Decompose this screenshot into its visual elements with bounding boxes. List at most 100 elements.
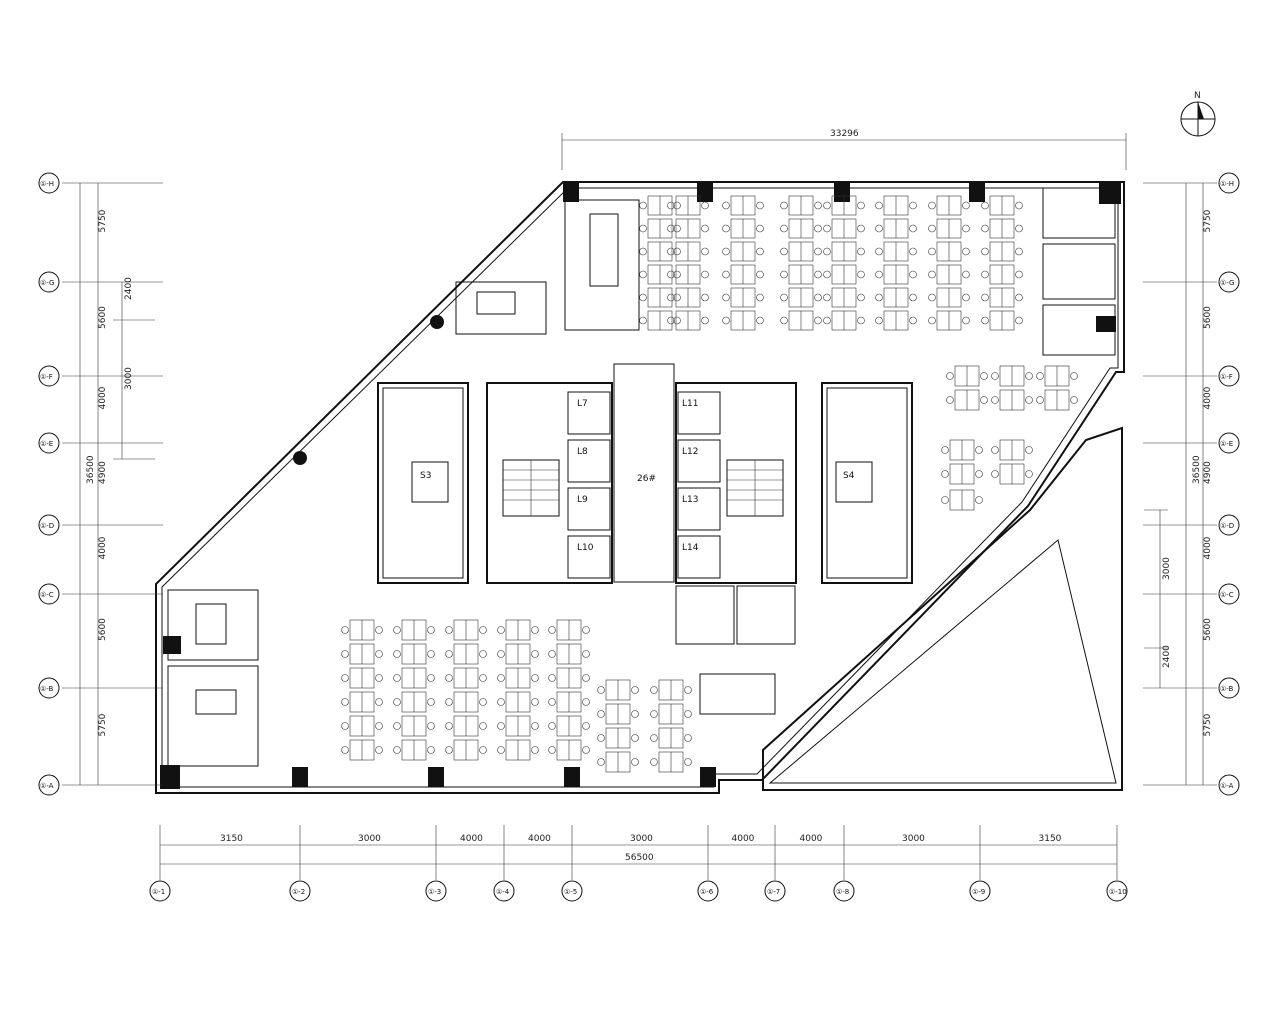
chair <box>393 650 401 658</box>
chair <box>991 446 999 454</box>
right-overall-dimension: 36500 <box>1192 455 1202 484</box>
chair <box>909 316 917 325</box>
chair <box>1070 372 1078 380</box>
top-overall-dimension: 33296 <box>830 129 859 139</box>
chair <box>375 746 383 754</box>
chair <box>756 316 764 325</box>
chair <box>393 626 401 634</box>
chair <box>823 316 831 325</box>
chair <box>1015 316 1023 325</box>
axis-bubble-left <box>38 677 60 699</box>
chair <box>962 270 970 279</box>
chair <box>639 270 647 279</box>
chair <box>722 270 730 279</box>
lift-l8: L8 <box>577 447 588 457</box>
chair <box>814 316 822 325</box>
chair <box>981 316 989 325</box>
chair <box>962 224 970 233</box>
axis-bubble-right <box>1218 172 1240 194</box>
axis-label-left: ①-D <box>40 522 54 530</box>
chair <box>875 201 883 210</box>
chair <box>946 372 954 380</box>
chair <box>814 247 822 256</box>
left-segment-dimension: 5750 <box>98 713 108 736</box>
chair <box>548 650 556 658</box>
chair <box>756 224 764 233</box>
chair <box>673 316 681 325</box>
chair <box>582 698 590 706</box>
chair <box>531 674 539 682</box>
chair <box>582 746 590 754</box>
axis-label-bottom: ①-3 <box>428 888 441 896</box>
axis-label-bottom: ①-5 <box>564 888 577 896</box>
chair <box>597 758 605 766</box>
chair <box>928 270 936 279</box>
axis-bubble-left <box>38 432 60 454</box>
north-label: N <box>1194 91 1201 101</box>
chair <box>975 446 983 454</box>
chair <box>1015 247 1023 256</box>
chair <box>941 470 949 478</box>
chair <box>857 316 865 325</box>
chair <box>756 293 764 302</box>
right-segment-dimension: 4900 <box>1203 461 1213 484</box>
chair <box>722 293 730 302</box>
chair <box>1015 293 1023 302</box>
chair <box>548 674 556 682</box>
left-dimension-chain: ①-H①-G①-F①-E①-D①-C①-B①-A5750560040004900… <box>38 172 163 796</box>
chair <box>445 722 453 730</box>
left-overall-dimension: 36500 <box>86 455 96 484</box>
chair <box>756 247 764 256</box>
chair <box>631 734 639 742</box>
chair <box>597 734 605 742</box>
right-segment-dimension: 5750 <box>1203 209 1213 232</box>
chair <box>445 650 453 658</box>
chair <box>684 710 692 718</box>
chair <box>445 698 453 706</box>
axis-label-left: ①-H <box>40 180 54 188</box>
chair <box>548 698 556 706</box>
chair <box>341 698 349 706</box>
left-segment-dimension: 4900 <box>98 461 108 484</box>
chair <box>667 201 675 210</box>
axis-label-bottom: ①-4 <box>496 888 510 896</box>
chair <box>497 626 505 634</box>
axis-bubble-bottom <box>697 880 719 902</box>
chair <box>427 626 435 634</box>
chair <box>393 746 401 754</box>
chair <box>857 201 865 210</box>
chair <box>639 224 647 233</box>
chair <box>701 270 709 279</box>
right-segment-dimension: 4000 <box>1203 386 1213 409</box>
axis-label-right: ①-E <box>1220 440 1233 448</box>
chair <box>857 224 865 233</box>
axis-bubble-right <box>1218 432 1240 454</box>
chair <box>756 201 764 210</box>
chair <box>531 722 539 730</box>
chair <box>701 201 709 210</box>
axis-label-right: ①-F <box>1220 373 1233 381</box>
chair <box>909 293 917 302</box>
chair <box>780 316 788 325</box>
chair <box>667 316 675 325</box>
chair <box>991 372 999 380</box>
axis-bubble-bottom <box>289 880 311 902</box>
north-arrow-icon: N <box>1180 91 1216 137</box>
chair <box>909 270 917 279</box>
axis-bubble-right <box>1218 774 1240 796</box>
chair <box>393 722 401 730</box>
bottom-segment-dimension: 3000 <box>902 834 925 844</box>
left-inner-dimension: 2400 <box>124 277 134 300</box>
axis-bubble-bottom <box>1106 880 1128 902</box>
chair <box>823 270 831 279</box>
chair <box>975 470 983 478</box>
chair <box>479 674 487 682</box>
chair <box>1015 201 1023 210</box>
chair <box>667 247 675 256</box>
chair <box>639 293 647 302</box>
right-inner-dimension: 3000 <box>1162 557 1172 580</box>
chair <box>639 316 647 325</box>
chair <box>909 201 917 210</box>
chair <box>597 686 605 694</box>
axis-bubble-right <box>1218 365 1240 387</box>
